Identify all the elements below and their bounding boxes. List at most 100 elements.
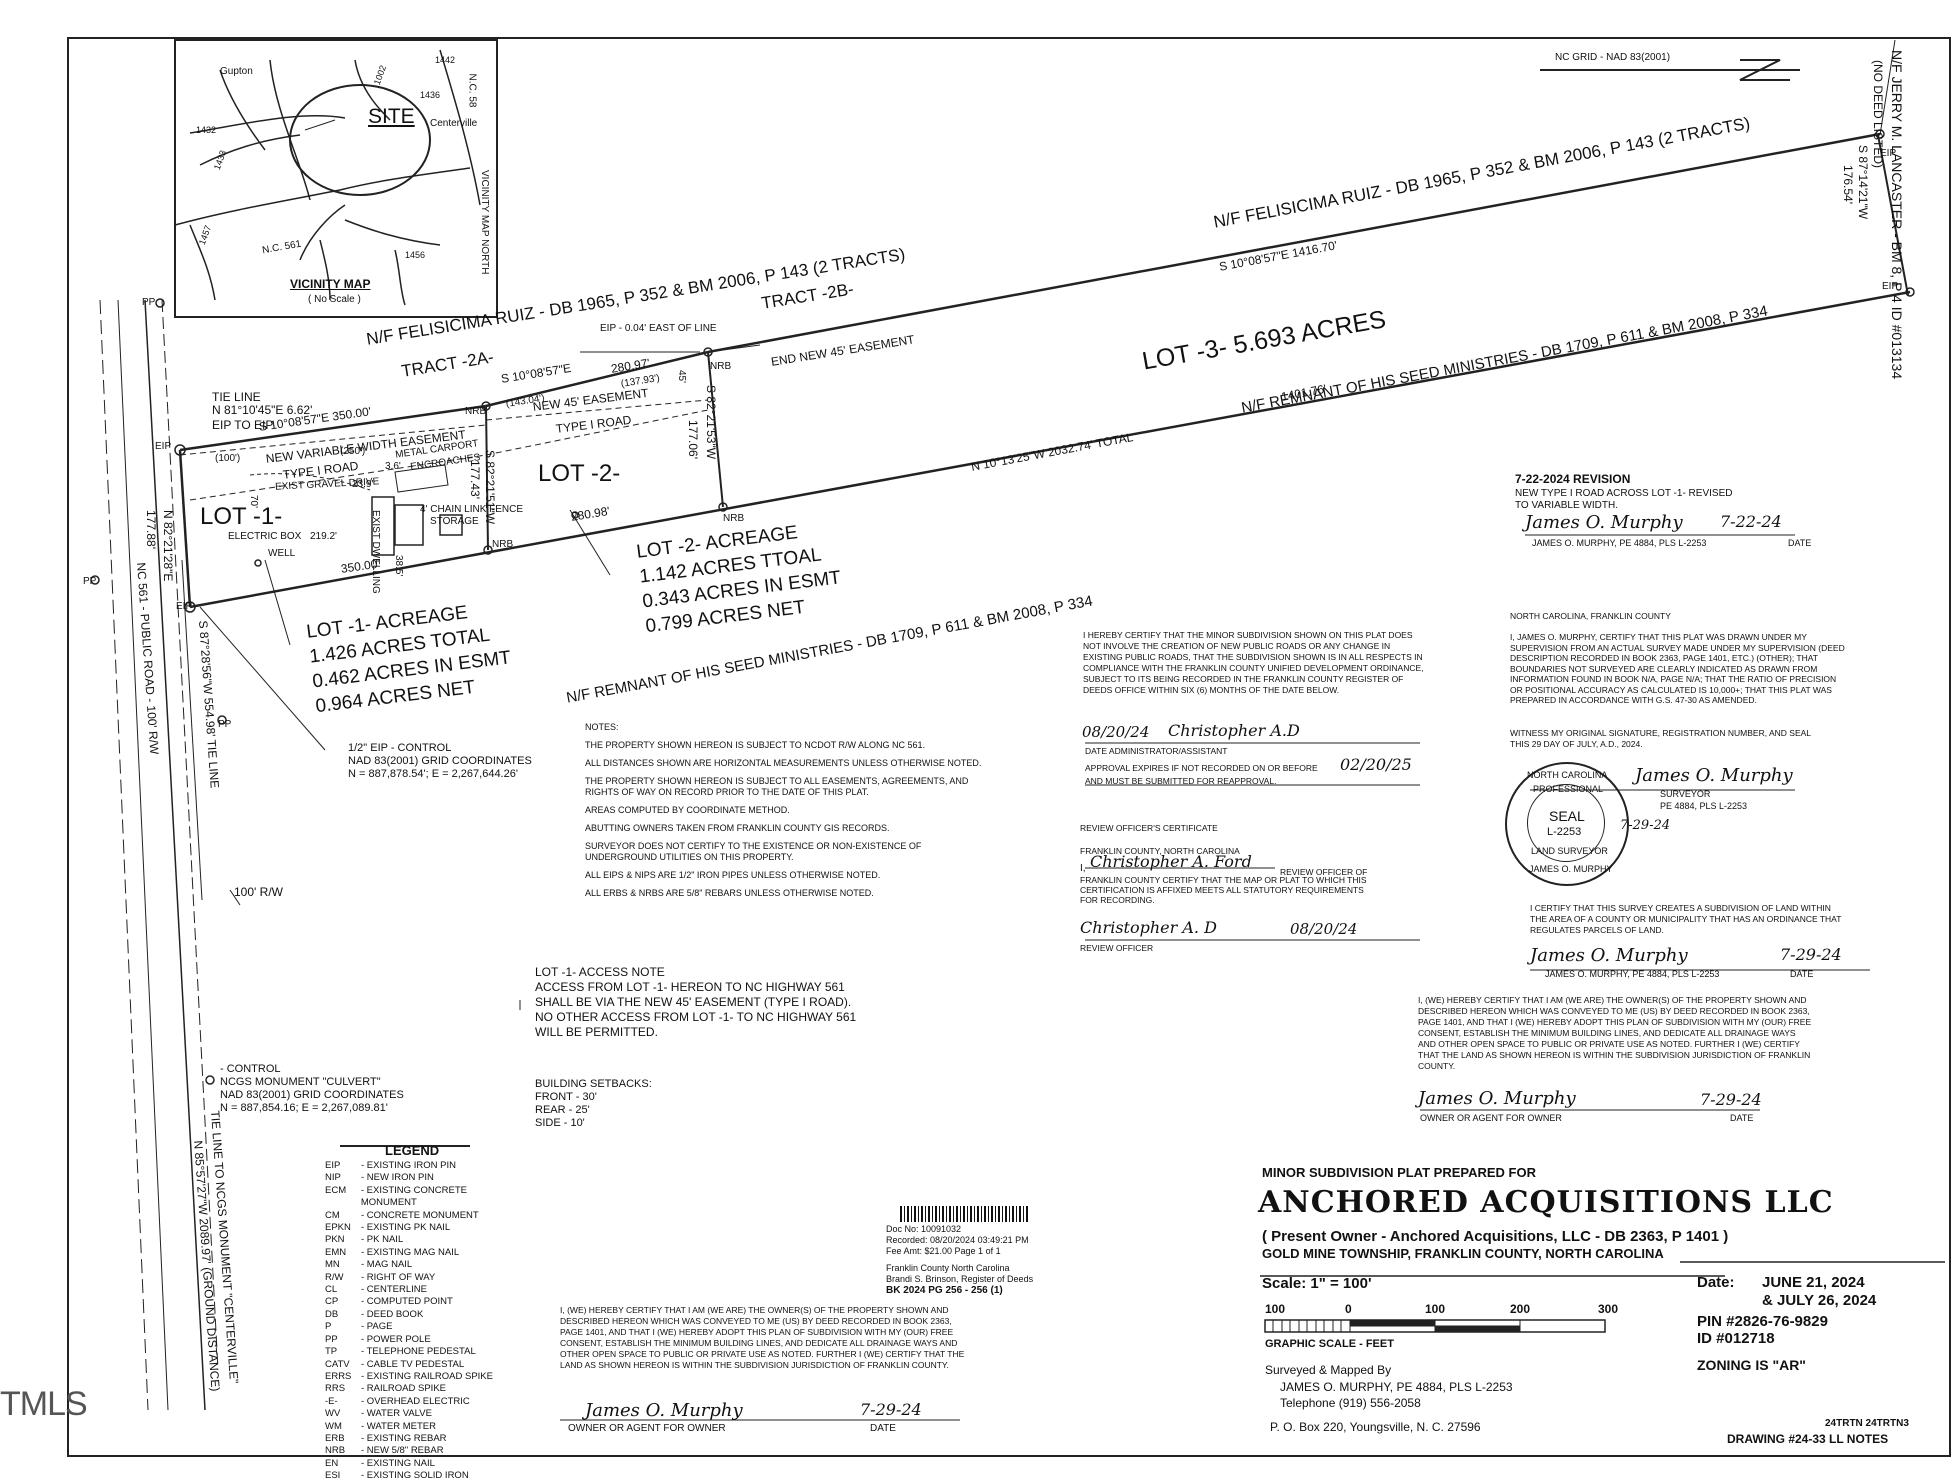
pp-label-2: PP — [83, 576, 97, 587]
rw-100: 100' R/W — [234, 885, 283, 899]
survey-points — [90, 129, 1915, 1085]
surveyor-seal: NORTH CAROLINA PROFESSIONAL SEAL L-2253 … — [1505, 762, 1629, 886]
legend-row: EPKN- EXISTING PK NAIL — [325, 1222, 525, 1234]
subdivision-label: JAMES O. MURPHY, PE 4884, PLS L-2253 — [1545, 969, 1720, 979]
vicinity-subtitle: ( No Scale ) — [308, 294, 361, 305]
legend-title: LEGEND — [385, 1143, 440, 1158]
surveyor-role: SURVEYOR — [1660, 789, 1711, 799]
subdivision-sig: James O. Murphy — [1530, 945, 1688, 966]
legend-desc: - WATER METER — [361, 1420, 436, 1432]
legend-row: PKN- PK NAIL — [325, 1234, 525, 1246]
legend-desc: - EXISTING PK NAIL — [361, 1222, 451, 1234]
revision-line: TO VARIABLE WIDTH. — [1515, 500, 1618, 511]
seal-professional: PROFESSIONAL — [1533, 784, 1604, 794]
control-mon-line3: NAD 83(2001) GRID COORDINATES — [220, 1089, 404, 1101]
legend-abbrev: -E- — [325, 1395, 338, 1407]
admin-date-sig: 08/20/24 — [1082, 723, 1150, 741]
building-setbacks: BUILDING SETBACKS: FRONT - 30' REAR - 25… — [535, 1078, 652, 1130]
access-note-line: WILL BE PERMITTED. — [535, 1025, 658, 1039]
recording-recorded: Recorded: 08/20/2024 03:49:21 PM — [886, 1235, 1029, 1245]
legend-desc: - TELEPHONE PEDESTAL — [361, 1346, 476, 1358]
legend-desc: - RIGHT OF WAY — [361, 1271, 436, 1283]
legend-row: NIP- NEW IRON PIN — [325, 1172, 525, 1184]
approval-date: 02/20/25 — [1340, 755, 1412, 774]
legend-row: CL- CENTERLINE — [325, 1284, 525, 1296]
legend-desc: - EXISTING MAG NAIL — [361, 1246, 460, 1258]
title-company: ANCHORED ACQUISITIONS LLC — [1258, 1185, 1834, 1220]
legend-abbrev: EIP — [325, 1160, 341, 1171]
title-block-lines — [1260, 1261, 1945, 1277]
access-note-line: NO OTHER ACCESS FROM LOT -1- TO NC HIGHW… — [535, 1010, 857, 1024]
legend-desc: - EXISTING REBAR — [361, 1432, 447, 1444]
review-sig: Christopher A. D — [1080, 918, 1217, 937]
legend-abbrev: P — [325, 1321, 332, 1333]
seal-land-surveyor: LAND SURVEYOR — [1531, 846, 1608, 856]
seal-word: SEAL — [1549, 808, 1585, 824]
surveyed-by: Surveyed & Mapped By — [1265, 1363, 1392, 1377]
pp-label-1: PP — [142, 297, 156, 308]
legend-abbrev: ESI — [325, 1470, 341, 1482]
eip-label-4: EIP — [1882, 281, 1899, 292]
legend-desc: - COMPUTED POINT — [361, 1296, 453, 1308]
review-text1: REVIEW OFFICER OF — [1280, 867, 1368, 877]
electric-box-label: ELECTRIC BOX — [228, 531, 302, 542]
legend-row: P- PAGE — [325, 1321, 525, 1333]
tie-line-bearing: N 81°10'45"E 6.62' — [212, 403, 313, 417]
id-number: ID #012718 — [1697, 1330, 1775, 1347]
legend-desc: - CABLE TV PEDESTAL — [361, 1358, 465, 1370]
legend-abbrev: RRS — [325, 1383, 346, 1395]
review-i: I, — [1080, 863, 1086, 874]
legend-desc: - EXISTING IRON PIN — [361, 1160, 457, 1171]
legend-desc: - EXISTING NAIL — [361, 1457, 435, 1469]
nc561-road — [99, 299, 219, 1411]
approval-label: APPROVAL EXPIRES IF NOT RECORDED ON OR B… — [1085, 763, 1318, 773]
legend-desc: - MAG NAIL — [361, 1259, 413, 1271]
revision-lines: NEW TYPE I ROAD ACROSS LOT -1- REVISED T… — [1515, 488, 1732, 512]
legend-row: -E-- OVERHEAD ELECTRIC — [325, 1396, 525, 1408]
legend-row: EIP - EXISTING IRON PIN — [325, 1160, 525, 1172]
tie-lines — [199, 509, 611, 1010]
legend-row: DB- DEED BOOK — [325, 1309, 525, 1321]
signature-lines — [560, 534, 1870, 1421]
dist-100: (100') — [215, 453, 241, 464]
legend-abbrev: CP — [325, 1296, 339, 1308]
vicinity-frame — [174, 39, 498, 318]
graphic-scale — [1264, 1319, 1606, 1333]
legend-desc: - CENTERLINE — [361, 1284, 427, 1296]
legend-row: ECM- EXISTING CONCRETE MONUMENT — [325, 1185, 525, 1210]
recording-county: Franklin County North Carolina — [886, 1263, 1010, 1273]
legend-row: ESI- EXISTING SOLID IRON — [325, 1470, 525, 1482]
access-note-line: ACCESS FROM LOT -1- HEREON TO NC HIGHWAY… — [535, 980, 845, 994]
dist-45: 45' — [676, 370, 687, 384]
surveyor-cert-text: I, JAMES O. MURPHY, CERTIFY THAT THIS PL… — [1510, 632, 1845, 705]
legend-row: CM- CONCRETE MONUMENT — [325, 1210, 525, 1222]
road-label-centerville: Centerville — [430, 118, 478, 129]
legend-row: MN- MAG NAIL — [325, 1259, 525, 1271]
site-label: SITE — [368, 105, 415, 128]
control-mon-line2: NCGS MONUMENT "CULVERT" — [220, 1076, 381, 1088]
review-state: FRANKLIN COUNTY, NORTH CAROLINA — [1080, 846, 1240, 856]
legend-underline — [340, 1145, 470, 1147]
control-eip-line3: N = 887,878.54'; E = 2,267,644.26' — [348, 768, 518, 780]
legend-desc: - WATER VALVE — [361, 1408, 432, 1420]
road-label-1432: 1432 — [196, 125, 217, 135]
access-note-title: LOT -1- ACCESS NOTE — [535, 965, 665, 979]
review-text2: FRANKLIN COUNTY CERTIFY THAT THE MAP OR … — [1080, 875, 1367, 905]
owner-cert-bottom: I, (WE) HEREBY CERTIFY THAT I AM (WE ARE… — [560, 1305, 965, 1370]
admin-name-sig: Christopher A.D — [1168, 721, 1300, 740]
legend-desc: - CONCRETE MONUMENT — [361, 1209, 479, 1221]
revision-title: 7-22-2024 REVISION — [1515, 472, 1631, 486]
legend-abbrev: ERB — [325, 1432, 345, 1444]
nrb-label-4: NRB — [723, 513, 745, 524]
dist-250: (250') — [340, 446, 366, 457]
dist-177-06: 177.06' — [686, 420, 700, 459]
eip-label-2: EIP — [176, 601, 193, 612]
lot-2-label: LOT -2- — [538, 460, 621, 487]
eip-label-3: EIP — [1880, 148, 1897, 159]
date-label: Date: — [1697, 1274, 1735, 1291]
well-label: WELL — [268, 548, 296, 559]
title-scale: Scale: 1" = 100' — [1262, 1275, 1372, 1292]
revision-label: JAMES O. MURPHY, PE 4884, PLS L-2253 — [1532, 538, 1707, 548]
revision-date-label: DATE — [1788, 538, 1812, 548]
